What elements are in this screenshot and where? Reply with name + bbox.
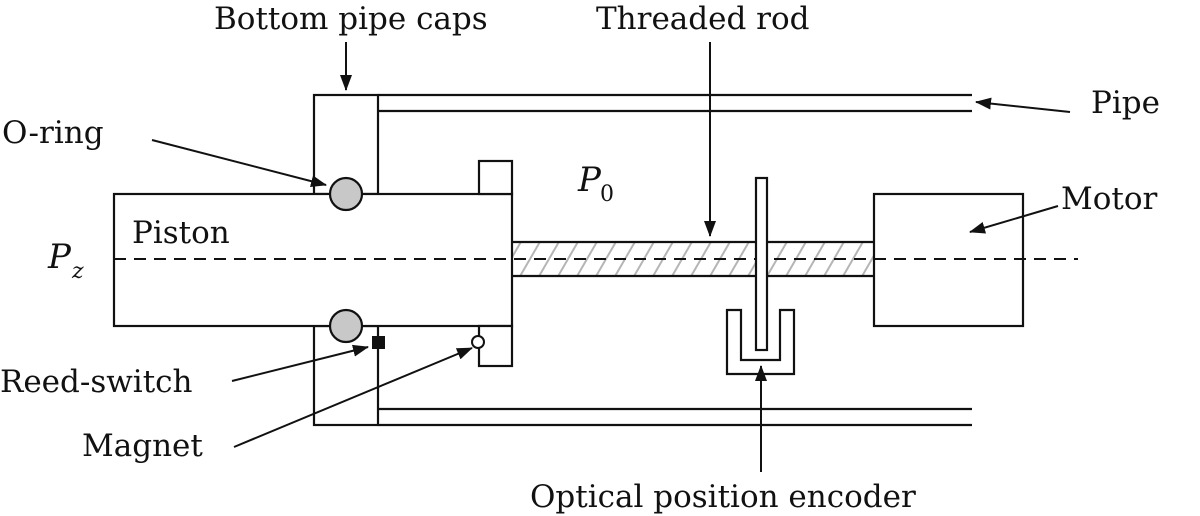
p-z-subscript: z xyxy=(71,259,84,284)
label-pipe: Pipe xyxy=(1091,85,1160,121)
label-reed-switch: Reed-switch xyxy=(0,364,193,400)
leader-arrows xyxy=(151,42,1071,472)
p-zero-subscript: 0 xyxy=(600,182,614,207)
piston-top-bracket xyxy=(477,159,514,196)
thread-hatch-line xyxy=(842,242,864,276)
o-ring-bottom xyxy=(328,308,364,344)
label-p-zero: P 0 xyxy=(577,160,614,207)
thread-hatch-line xyxy=(576,242,598,276)
piston xyxy=(112,192,514,328)
bottom-pipe-caps xyxy=(312,93,380,427)
label-optical-position-encoder: Optical position encoder xyxy=(530,479,916,515)
thread-hatch-line xyxy=(861,253,874,276)
encoder-vane xyxy=(754,176,769,352)
arrow-o-ring xyxy=(151,139,327,188)
label-o-ring: O-ring xyxy=(2,115,104,151)
encoder-u-bracket xyxy=(725,308,796,376)
magnet xyxy=(471,335,485,349)
thread-hatch-line xyxy=(519,242,541,276)
label-threaded-rod: Threaded rod xyxy=(596,1,810,37)
label-motor: Motor xyxy=(1061,181,1158,217)
p-z-base: P xyxy=(47,237,72,277)
label-piston: Piston xyxy=(132,215,230,251)
arrow-pipe xyxy=(975,97,1071,113)
o-ring-top xyxy=(328,176,364,212)
arrow-motor xyxy=(969,205,1059,234)
label-p-z: P z xyxy=(47,237,84,284)
thread-hatch-line xyxy=(538,242,560,276)
label-magnet: Magnet xyxy=(82,428,203,464)
thread-hatch-line xyxy=(557,242,579,276)
arrow-reed-switch xyxy=(231,344,369,382)
pipe xyxy=(378,93,972,427)
label-bottom-pipe-caps: Bottom pipe caps xyxy=(214,1,488,37)
p-zero-base: P xyxy=(577,160,602,200)
magnet-bracket xyxy=(477,324,514,368)
thread-hatch-line xyxy=(512,242,522,260)
arrow-magnet xyxy=(233,347,473,448)
optical-position-encoder xyxy=(725,176,796,376)
reed-switch xyxy=(372,336,385,349)
